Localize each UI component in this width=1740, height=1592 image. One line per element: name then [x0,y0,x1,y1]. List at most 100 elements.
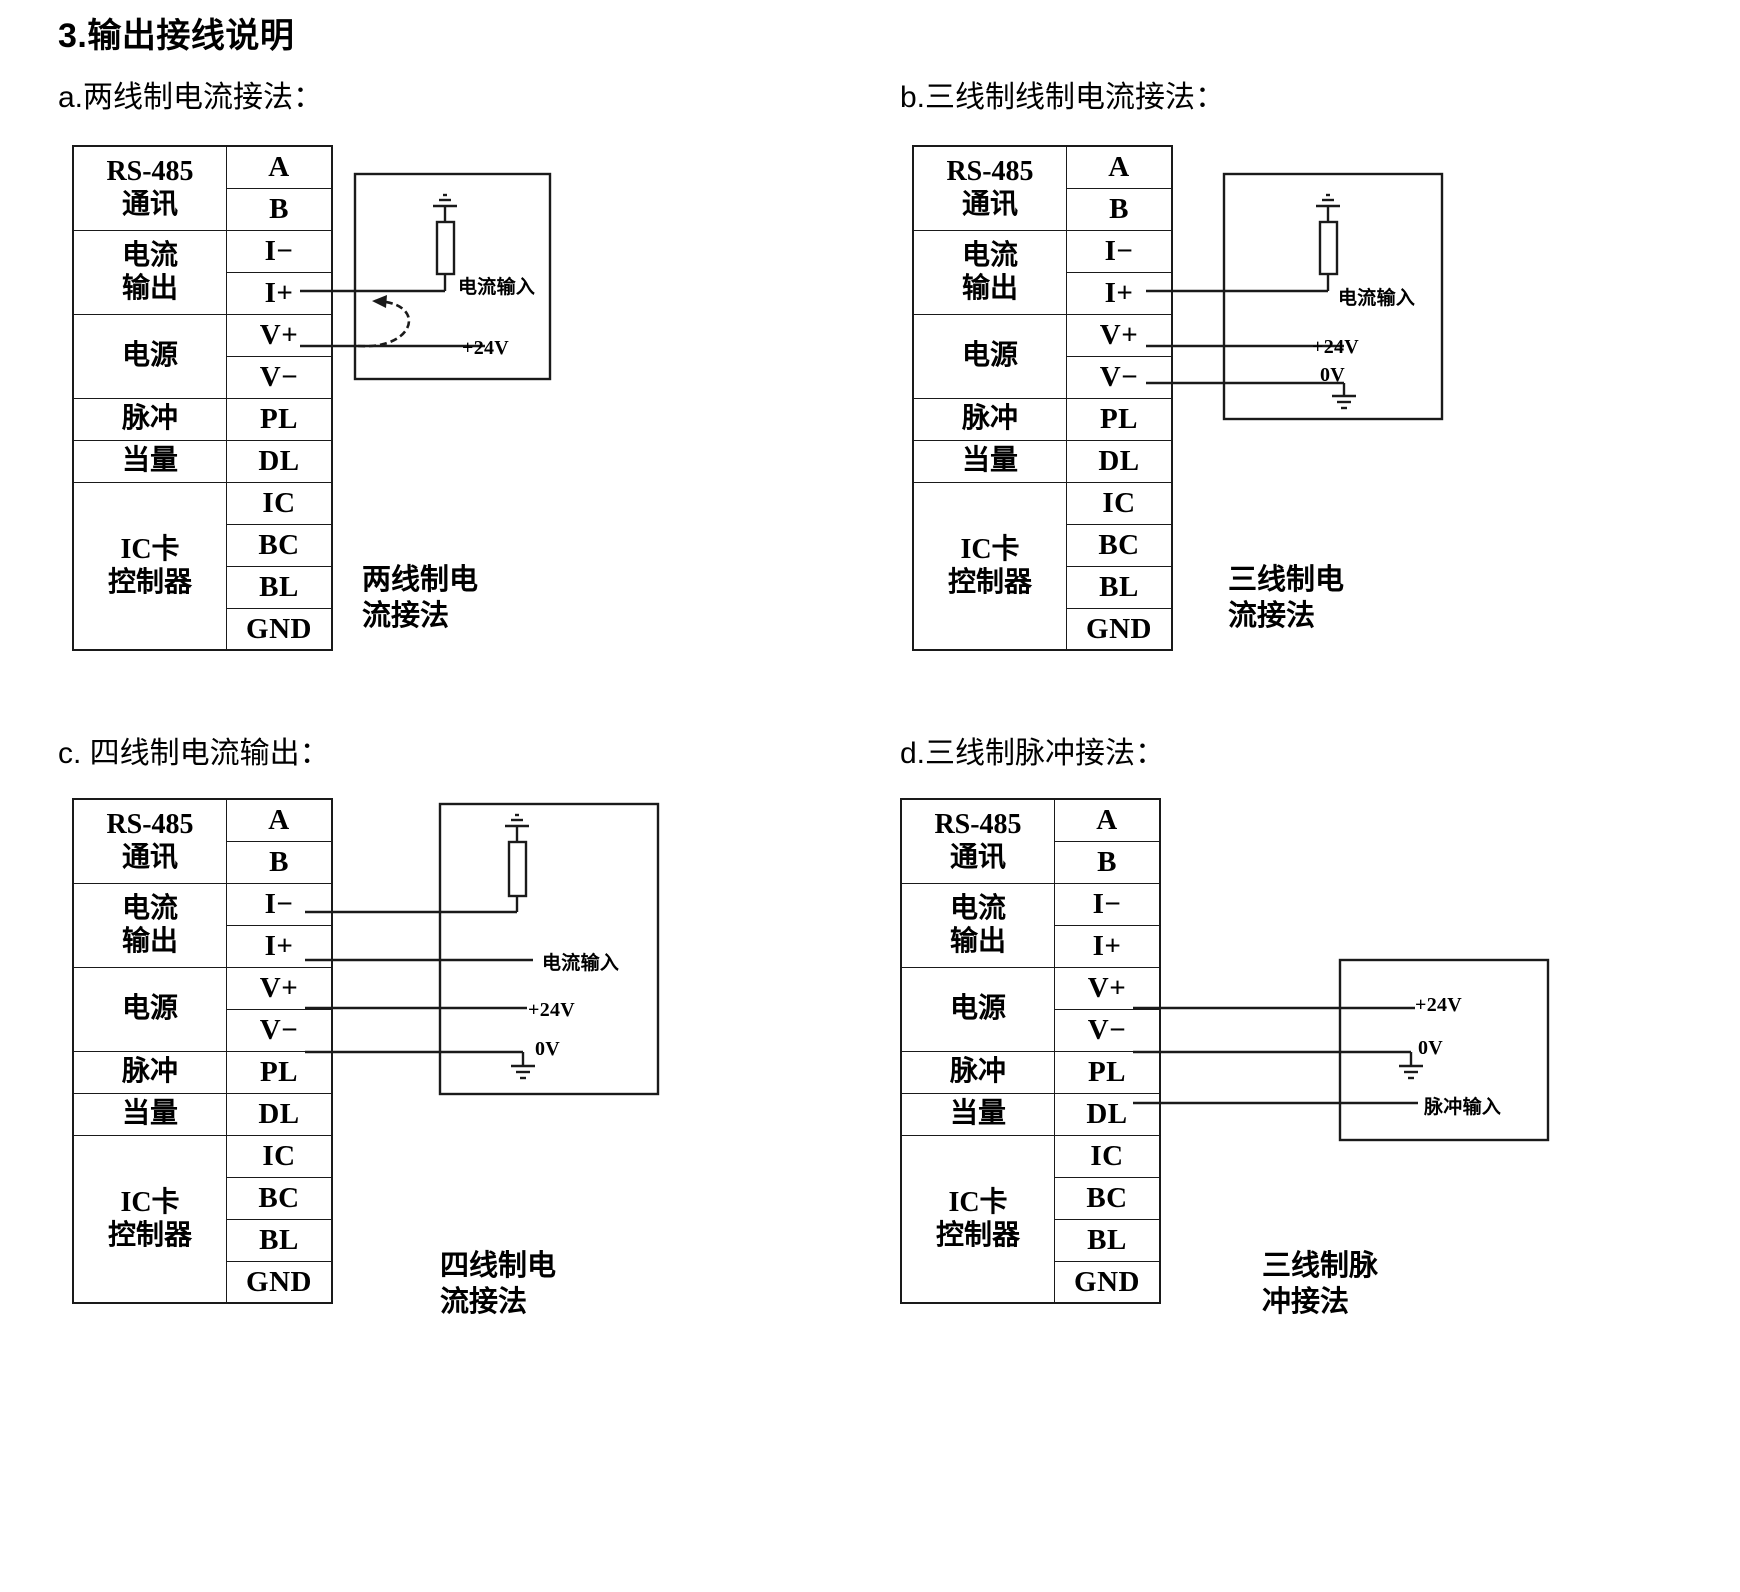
table-row: 当量 DL [72,1092,333,1136]
terminal-code-i-minus: I− [1054,882,1161,926]
table-row: IC卡控制器 IC [900,1134,1161,1304]
terminal-code-dl: DL [226,439,333,483]
table-row: V− [901,1008,1161,1052]
panel-d-pulse-input-label: 脉冲输入 [1424,1097,1502,1118]
terminal-group-power: 电源 [912,313,1067,399]
panel-a-current-input-label: 电流输入 [458,277,536,298]
table-row: B [913,187,1173,231]
table-row: GND [73,1260,333,1304]
terminal-code-bc: BC [226,523,333,567]
terminal-group-pulse: 脉冲 [72,397,227,441]
terminal-group-ic-card: IC卡控制器 [72,481,227,651]
table-row: 电源 V+ [900,966,1161,1052]
table-row: IC卡控制器 IC [72,481,333,651]
terminal-code-ic: IC [1054,1134,1161,1178]
table-row: BL [73,565,333,609]
table-row: GND [913,607,1173,651]
table-row: 当量 DL [900,1092,1161,1136]
table-row: IC卡控制器 IC [72,1134,333,1304]
table-row: 电流输出 I− [912,229,1173,315]
table-row: 电流输出 I− [72,882,333,968]
table-row: BC [901,1176,1161,1220]
terminal-code-bl: BL [226,565,333,609]
terminal-group-pulse: 脉冲 [900,1050,1055,1094]
terminal-code-dl: DL [1054,1092,1161,1136]
terminal-code-bl: BL [226,1218,333,1262]
terminal-code-bc: BC [1054,1176,1161,1220]
terminal-code-ic: IC [226,1134,333,1178]
table-row: GND [901,1260,1161,1304]
panel-c-circuit [305,800,685,1100]
terminal-code-i-minus: I− [226,882,333,926]
terminal-code-dl: DL [226,1092,333,1136]
terminal-group-pulse: 脉冲 [72,1050,227,1094]
panel-d-caption: 三线制脉 冲接法 [1262,1250,1379,1319]
panel-a-heading: a.两线制电流接法： [58,81,324,114]
terminal-group-ic-card: IC卡控制器 [912,481,1067,651]
terminal-code-ic: IC [1066,481,1173,525]
terminal-code-v-minus: V− [226,1008,333,1052]
panel-c-heading: c. 四线制电流输出： [58,737,330,770]
panel-d-24v-label: +24V [1415,994,1463,1016]
table-row: BL [73,1218,333,1262]
terminal-group-unit: 当量 [912,439,1067,483]
terminal-code-i-plus: I+ [1066,271,1173,315]
table-row: I+ [901,924,1161,968]
terminal-code-gnd: GND [1054,1260,1161,1304]
panel-c-caption: 四线制电 流接法 [440,1250,557,1319]
panel-b-heading: b.三线制线制电流接法： [900,81,1226,114]
panel-d-0v-label: 0V [1418,1037,1444,1059]
terminal-code-b: B [226,840,333,884]
panel-a-circuit [300,150,600,410]
table-row: B [901,840,1161,884]
terminal-code-v-plus: V+ [226,966,333,1010]
terminal-code-a: A [1066,145,1173,189]
terminal-code-v-minus: V− [226,355,333,399]
table-row: V− [73,355,333,399]
table-row: 电源 V+ [72,313,333,399]
terminal-code-bc: BC [1066,523,1173,567]
terminal-group-current-output: 电流输出 [912,229,1067,315]
panel-d-heading: d.三线制脉冲接法： [900,737,1166,770]
terminal-group-ic-card: IC卡控制器 [900,1134,1055,1304]
terminal-code-bl: BL [1066,565,1173,609]
panel-c-current-input-label: 电流输入 [542,953,620,974]
table-row: 当量 DL [72,439,333,483]
terminal-code-i-minus: I− [1066,229,1173,273]
terminal-group-unit: 当量 [72,439,227,483]
terminal-code-gnd: GND [226,607,333,651]
page-title: 3.输出接线说明 [58,17,295,55]
table-row: 电流输出 I− [72,229,333,315]
panel-b-0v-label: 0V [1320,364,1346,386]
table-row: 脉冲 PL [72,397,333,441]
table-row: GND [73,607,333,651]
panel-b-caption: 三线制电 流接法 [1228,564,1345,633]
panel-b-circuit [1146,150,1486,440]
table-row: 电源 V+ [912,313,1173,399]
table-row: 脉冲 PL [912,397,1173,441]
panel-b-24v-label: +24V [1312,336,1360,358]
terminal-group-power: 电源 [72,966,227,1052]
terminal-group-current-output: 电流输出 [72,882,227,968]
terminal-code-v-plus: V+ [226,313,333,357]
terminal-group-power: 电源 [72,313,227,399]
terminal-code-pl: PL [226,1050,333,1094]
table-row: 脉冲 PL [72,1050,333,1094]
terminal-group-power: 电源 [900,966,1055,1052]
terminal-code-pl: PL [1054,1050,1161,1094]
table-row: 电源 V+ [72,966,333,1052]
terminal-group-ic-card: IC卡控制器 [72,1134,227,1304]
terminal-code-gnd: GND [1066,607,1173,651]
panel-a-24v-label: +24V [462,337,510,359]
terminal-group-unit: 当量 [72,1092,227,1136]
panel-c-24v-label: +24V [528,999,576,1021]
terminal-group-unit: 当量 [900,1092,1055,1136]
terminal-code-dl: DL [1066,439,1173,483]
panel-d-circuit [1133,800,1553,1160]
table-row: BC [913,523,1173,567]
